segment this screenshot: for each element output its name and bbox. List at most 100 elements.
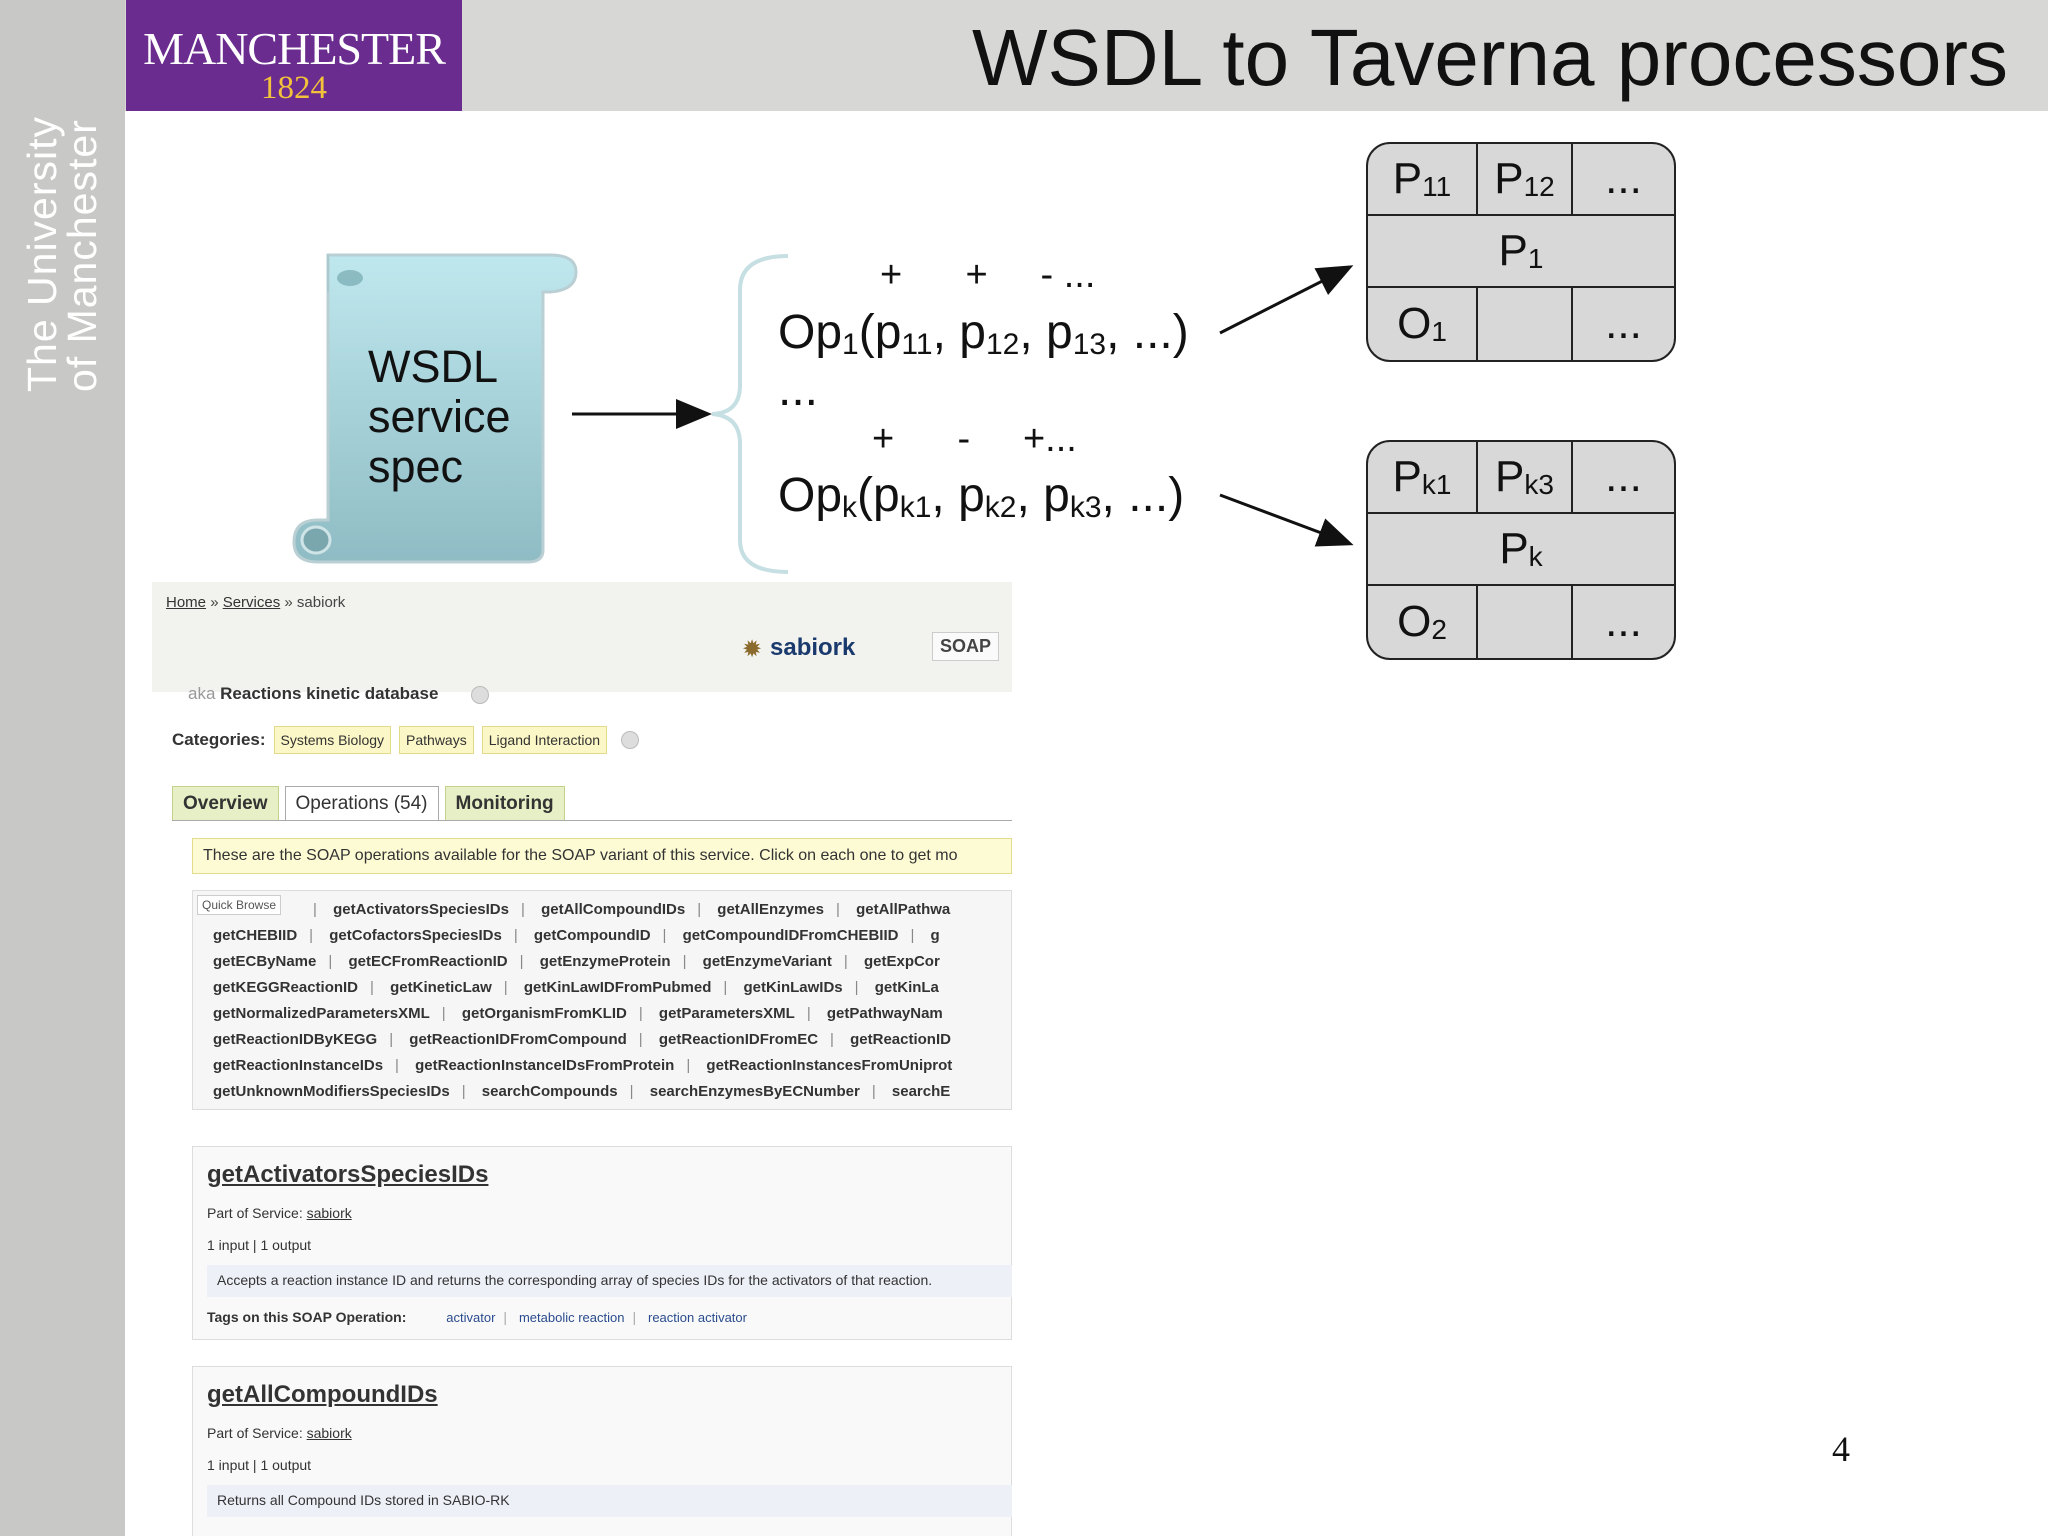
operation-link[interactable]: getUnknownModifiersSpeciesIDs — [213, 1083, 450, 1100]
tab-overview[interactable]: Overview — [172, 786, 279, 821]
operation-link[interactable]: getReactionInstanceIDs — [213, 1057, 384, 1074]
scroll-label-line: service — [368, 391, 511, 442]
operation-tags: Tags on this SOAP Operation: activator| … — [207, 1309, 747, 1325]
category-tag[interactable]: Systems Biology — [273, 726, 392, 754]
part-of-service: Part of Service: sabiork — [207, 1425, 352, 1441]
output-port-more: ... — [1605, 597, 1642, 646]
separator: | — [629, 1083, 634, 1100]
breadcrumb-home-link[interactable]: Home — [166, 594, 207, 611]
separator: | — [723, 979, 728, 996]
operation-link[interactable]: getAllEnzymes — [717, 901, 824, 918]
operation-link[interactable]: searchEnzymesByECNumber — [649, 1083, 860, 1100]
operation-link[interactable]: getReactionIDFromEC — [658, 1031, 819, 1048]
separator: | — [686, 1057, 691, 1074]
operation-card: getActivatorsSpeciesIDs Part of Service:… — [192, 1146, 1012, 1340]
port-sub: 11 — [1422, 171, 1452, 202]
port-sub: k3 — [1524, 469, 1554, 500]
op1-arrow — [1219, 265, 1354, 335]
operation-link[interactable]: getCompoundIDFromCHEBIID — [682, 927, 899, 944]
separator: | — [910, 927, 915, 944]
separator: | — [519, 953, 524, 970]
breadcrumb-sep: » — [210, 594, 219, 611]
separator: | — [520, 901, 525, 918]
opk-signs: + - +... — [872, 418, 1077, 460]
soap-badge: SOAP — [932, 632, 1000, 661]
part-of-service: Part of Service: sabiork — [207, 1205, 352, 1221]
operation-link[interactable]: getAllPathwa — [856, 901, 951, 918]
tag-link[interactable]: reaction activator — [647, 1310, 747, 1325]
param: p — [959, 306, 986, 359]
operation-link[interactable]: getKinLawIDs — [743, 979, 843, 996]
tab-monitoring[interactable]: Monitoring — [444, 786, 565, 821]
input-port-more: ... — [1605, 452, 1642, 501]
operation-link[interactable]: getKEGGReactionID — [213, 979, 359, 996]
operation-link[interactable]: getPathwayNam — [826, 1005, 943, 1022]
separator: | — [843, 953, 848, 970]
param: p — [958, 469, 985, 522]
operation-link[interactable]: getECByName — [213, 953, 317, 970]
operation-description: Accepts a reaction instance ID and retur… — [207, 1265, 1012, 1297]
port-sub: 12 — [1523, 171, 1555, 202]
operation-title-link[interactable]: getActivatorsSpeciesIDs — [207, 1161, 489, 1188]
info-icon[interactable] — [621, 731, 640, 749]
param-sub: 13 — [1072, 328, 1107, 361]
operation-link[interactable]: getActivatorsSpeciesIDs — [333, 901, 509, 918]
separator: | — [389, 1031, 394, 1048]
operation-link[interactable]: getReactionIDByKEGG — [213, 1031, 378, 1048]
sidebar-band — [0, 0, 125, 1536]
operation-link[interactable]: getKineticLaw — [390, 979, 492, 996]
operation-link[interactable]: getECFromReactionID — [348, 953, 508, 970]
port-sub: k1 — [1421, 469, 1452, 500]
operation-link[interactable]: searchE — [891, 1083, 951, 1100]
operation-link[interactable]: getExpCor — [863, 953, 940, 970]
operation-link[interactable]: getCofactorsSpeciesIDs — [329, 927, 502, 944]
operation-link[interactable]: getAllCompoundIDs — [541, 901, 686, 918]
tab-operations[interactable]: Operations (54) — [284, 786, 439, 821]
tag-link[interactable]: activator — [446, 1310, 496, 1325]
category-tag[interactable]: Ligand Interaction — [481, 726, 608, 754]
operation-link[interactable]: getEnzymeVariant — [702, 953, 832, 970]
separator: | — [806, 1005, 811, 1022]
quick-browse-row: getReactionInstanceIDs | getReactionInsta… — [213, 1057, 952, 1074]
operation-title-link[interactable]: getAllCompoundIDs — [207, 1381, 438, 1408]
operation-link[interactable]: getNormalizedParametersXML — [213, 1005, 430, 1022]
logo-name: MANCHESTER — [143, 23, 446, 74]
operation-link[interactable]: getReactionInstanceIDsFromProtein — [415, 1057, 675, 1074]
separator: | — [854, 979, 859, 996]
operation-link[interactable]: getCompoundID — [533, 927, 651, 944]
operation-link[interactable]: getReactionID — [850, 1031, 951, 1048]
operation-link[interactable]: g — [930, 927, 940, 944]
operation-link[interactable]: getCHEBIID — [213, 927, 298, 944]
operation-link[interactable]: getEnzymeProtein — [539, 953, 671, 970]
info-icon[interactable] — [471, 685, 490, 704]
aka-prefix: aka — [188, 684, 216, 703]
breadcrumb-services-link[interactable]: Services — [222, 594, 281, 611]
tag-link[interactable]: metabolic reaction — [518, 1310, 625, 1325]
param: p — [873, 469, 900, 522]
service-header — [152, 582, 1012, 692]
param: p — [874, 306, 902, 359]
wsdl-scroll-icon — [292, 253, 578, 564]
separator: | — [309, 927, 314, 944]
port-label: P — [1392, 452, 1422, 501]
param-sub: 11 — [901, 328, 933, 361]
param: p — [1043, 469, 1070, 522]
port-sub: 2 — [1431, 614, 1447, 645]
operation-link[interactable]: getReactionInstancesFromUniprot — [706, 1057, 953, 1074]
operation-link[interactable]: getKinLa — [874, 979, 939, 996]
breadcrumb-sep: » — [284, 594, 293, 611]
operation-link[interactable]: getReactionIDFromCompound — [409, 1031, 627, 1048]
service-link[interactable]: sabiork — [306, 1425, 352, 1441]
operation-link[interactable]: getParametersXML — [658, 1005, 795, 1022]
service-link[interactable]: sabiork — [306, 1205, 352, 1221]
operation-link[interactable]: getKinLawIDFromPubmed — [523, 979, 712, 996]
operation-link[interactable]: getOrganismFromKLID — [461, 1005, 627, 1022]
category-tag[interactable]: Pathways — [399, 726, 474, 754]
output-port-empty — [1478, 586, 1573, 658]
operation-link[interactable]: searchCompounds — [481, 1083, 618, 1100]
